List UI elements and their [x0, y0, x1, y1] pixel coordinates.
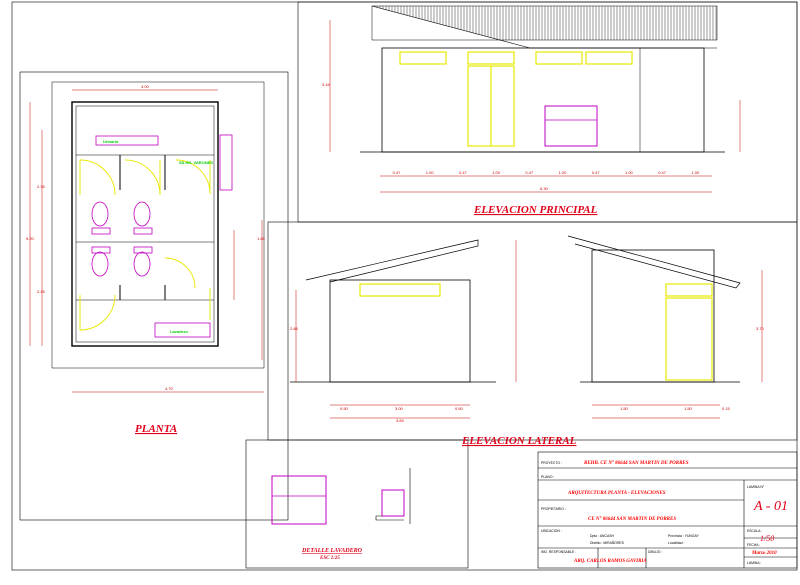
front-elevation: 0.47 1.00 0.47 1.00 0.47 1.20 0.47 1.00 0.47 1.00…	[322, 5, 741, 216]
tb-district: Distrito : MIRAÑORES	[590, 540, 625, 545]
front-elevation-title: ELEVACION PRINCIPAL	[473, 204, 598, 216]
washbasin-label: Lavadero	[170, 329, 188, 334]
side-left-dim-total: 3.83	[396, 418, 405, 423]
plan-dim-bottom: 4.70	[165, 386, 174, 391]
tb-sheetno-label: LAMINA :	[747, 561, 761, 565]
plan-dim-right: 1.65	[257, 236, 266, 241]
front-segment-dim: 1.00	[625, 170, 634, 175]
plan-dim-top: 3.00	[141, 84, 150, 89]
side-right-dim-c: 0.15	[722, 406, 731, 411]
detail-title: DETALLE LAVADERO	[301, 548, 363, 554]
front-dim-total: 6.30	[540, 186, 549, 191]
title-block: PROYECTO : REHB. CE N° 86644 SAN MARTIN …	[538, 461, 797, 568]
front-segment-dim: 1.00	[492, 170, 501, 175]
washbasin-detail: DETALLE LAVADERO ESC 1:25	[271, 468, 411, 561]
tb-date-label: FECHA :	[747, 543, 760, 547]
plan-dim-left-a: 2.35	[37, 184, 46, 189]
urinal-label: Urinario	[103, 139, 119, 144]
plan-title: PLANTA	[135, 423, 177, 435]
tb-project-label: PROYECTO :	[541, 461, 562, 465]
tb-owner: CE N° 86644 SAN MARTIN DE PORRES	[588, 517, 676, 522]
tb-locality: Localidad :	[668, 541, 684, 545]
tb-plan-name: ARQUITECTURA PLANTA - ELEVACIONES	[567, 491, 666, 496]
sshh-label: SS.HH. VARONES	[179, 160, 213, 165]
front-segment-dim: 0.47	[592, 170, 601, 175]
tb-location-label: UBICACION :	[541, 529, 562, 533]
side-elevation-right: 1.50 1.50 0.15 3.70 ELEVACION LATERAL	[461, 235, 765, 447]
side-left-dim-b: 3.00	[395, 406, 404, 411]
front-segment-dim: 0.47	[658, 170, 667, 175]
plan-dim-left-b: 2.45	[37, 289, 46, 294]
side-elevation-title: ELEVACION LATERAL	[461, 435, 577, 447]
tb-project: REHB. CE N° 86644 SAN MARTIN DE PORRES	[584, 461, 689, 466]
tb-professional-label: ING. RESPONSABLE :	[541, 550, 576, 554]
tb-scale-label: ESCALA :	[747, 529, 762, 533]
tb-plan-label: PLANO :	[541, 475, 554, 479]
front-segment-dim: 1.00	[426, 170, 435, 175]
side-left-dim-height: 2.88	[290, 326, 299, 331]
tb-date: Marzo 2010	[751, 551, 777, 556]
side-left-dim-c: 0.50	[455, 406, 464, 411]
tb-province: Provincia : YUNGAY	[668, 534, 700, 538]
side-right-dim-b: 1.50	[684, 406, 693, 411]
plan-dim-left-total: 5.20	[26, 236, 35, 241]
tb-owner-label: PROPIETARIO :	[541, 507, 566, 511]
tb-sheet: A - 01	[753, 499, 788, 514]
tb-drawing-label: DIBUJO :	[648, 550, 662, 554]
side-elevation-left: 0.50 3.00 0.50 3.83 2.88	[290, 239, 517, 423]
side-right-dim-a: 1.50	[620, 406, 629, 411]
front-segment-dim: 0.47	[459, 170, 468, 175]
tb-dept: Dpto : ANCASH	[590, 534, 614, 538]
front-segment-dim: 0.47	[393, 170, 402, 175]
front-segment-dims: 0.47 1.00 0.47 1.00 0.47 1.20 0.47 1.00 0.47 1.00	[393, 170, 700, 175]
tb-sheet-label: LAMINA N°	[747, 485, 765, 489]
tb-professional: ARQ. CARLOS RAMOS GAVIRIA	[573, 559, 647, 564]
front-dim-height: 3.44	[322, 82, 331, 87]
front-segment-dim: 0.47	[525, 170, 534, 175]
detail-scale: ESC 1:25	[319, 556, 340, 561]
front-segment-dim: 1.20	[559, 170, 568, 175]
front-segment-dim: 1.00	[691, 170, 700, 175]
sheet-frames	[11, 1, 798, 571]
side-right-dim-height: 3.70	[756, 326, 765, 331]
tb-scale: 1/50	[760, 534, 774, 543]
side-left-dim-a: 0.50	[340, 406, 349, 411]
plan-view: Urinario Lavadero	[26, 81, 266, 435]
